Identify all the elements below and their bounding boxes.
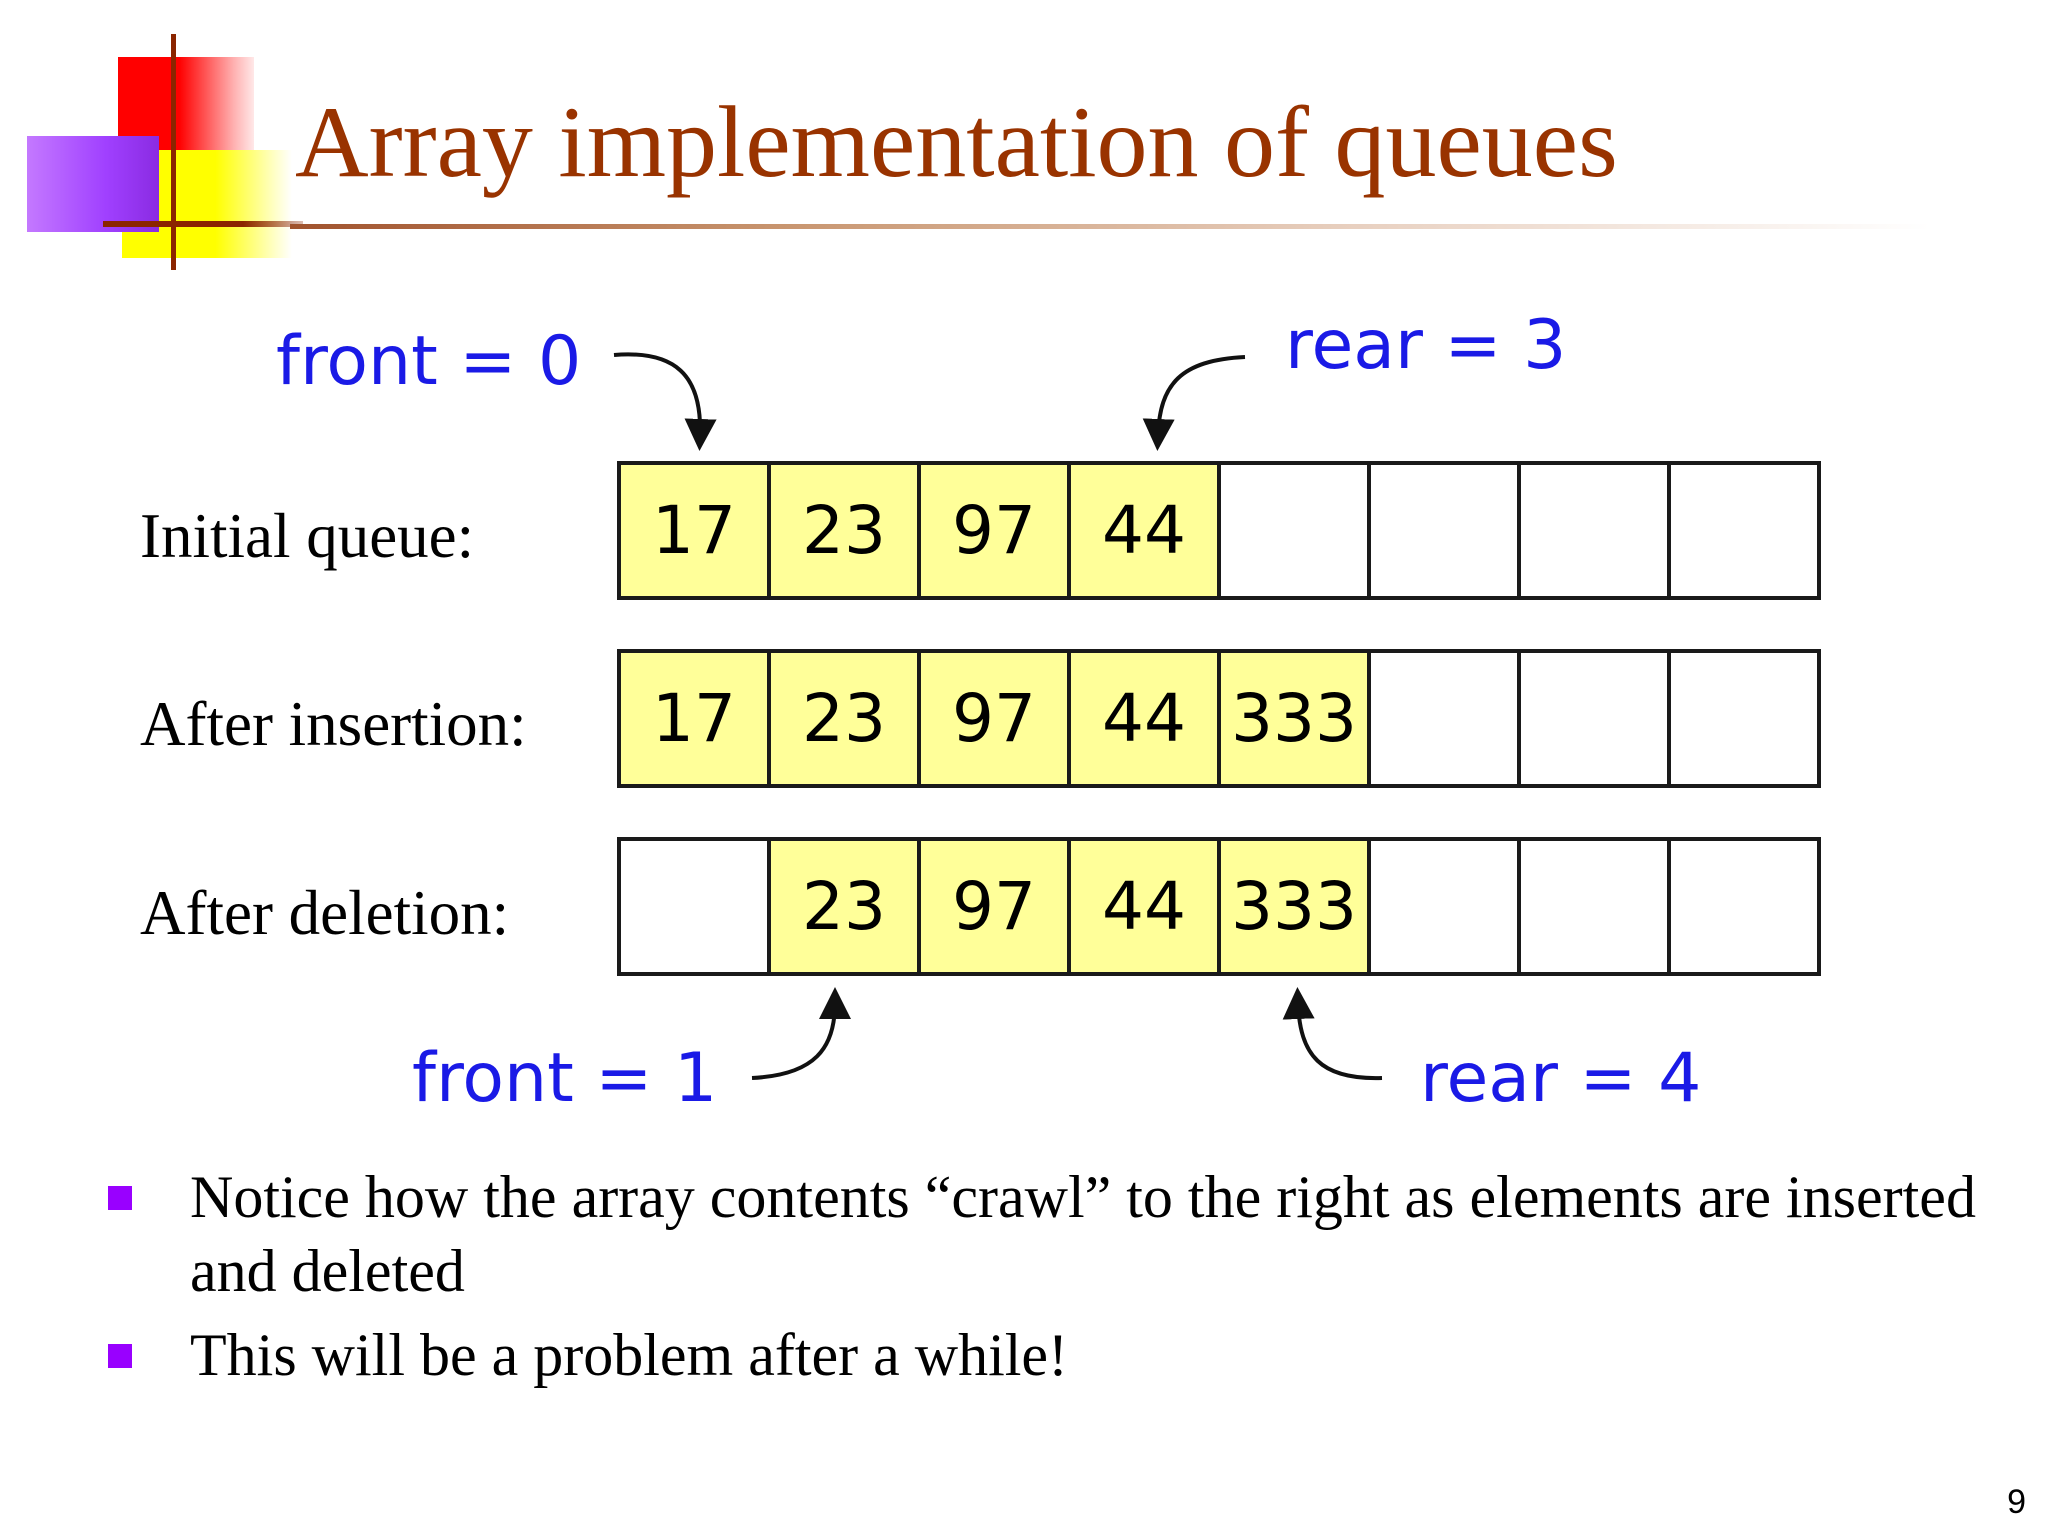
row-label-insertion: After insertion: [140,689,527,759]
array-cell: 44 [1067,649,1221,788]
empty-array-cell [1367,837,1521,976]
bullet-square-icon [108,1186,132,1210]
bullet-item: This will be a problem after a while! [108,1318,2030,1392]
empty-array-cell [1517,649,1671,788]
array-cell: 44 [1067,461,1221,600]
deleted-front-arrow [751,987,851,1080]
empty-array-cell [1667,649,1821,788]
initial-rear-arrow [1142,355,1246,451]
initial-front-label: front = 0 [276,322,582,401]
slide-title: Array implementation of queues [295,86,1618,199]
bullet-text: Notice how the array contents “crawl” to… [190,1164,1976,1304]
array-cell: 97 [917,649,1071,788]
initial-front-arrow [613,352,717,451]
row-label-initial: Initial queue: [140,501,475,571]
bullet-square-icon [108,1344,132,1368]
array-cell: 23 [767,649,921,788]
array-cell: 44 [1067,837,1221,976]
vertical-line-decoration [171,34,176,270]
bullet-item: Notice how the array contents “crawl” to… [108,1160,2030,1308]
empty-array-cell [1667,837,1821,976]
deleted-rear-arrow [1282,987,1383,1081]
deleted-rear-label: rear = 4 [1420,1039,1702,1118]
empty-array-cell [1667,461,1821,600]
empty-array-cell [1517,461,1671,600]
title-underline [290,224,1930,229]
empty-array-cell [1517,837,1671,976]
bullet-text: This will be a problem after a while! [190,1322,1069,1388]
array-cell: 17 [617,461,771,600]
array-cell: 333 [1217,649,1371,788]
page-number: 9 [2007,1483,2026,1521]
array-cell: 97 [917,837,1071,976]
purple-square-decoration [27,136,159,232]
deleted-front-label: front = 1 [412,1039,718,1118]
row-label-deletion: After deletion: [140,878,510,948]
horizontal-line-decoration [103,221,303,227]
initial-rear-label: rear = 3 [1285,306,1567,385]
empty-array-cell [1367,649,1521,788]
empty-array-cell [1217,461,1371,600]
array-cell: 333 [1217,837,1371,976]
array-cell: 23 [767,837,921,976]
